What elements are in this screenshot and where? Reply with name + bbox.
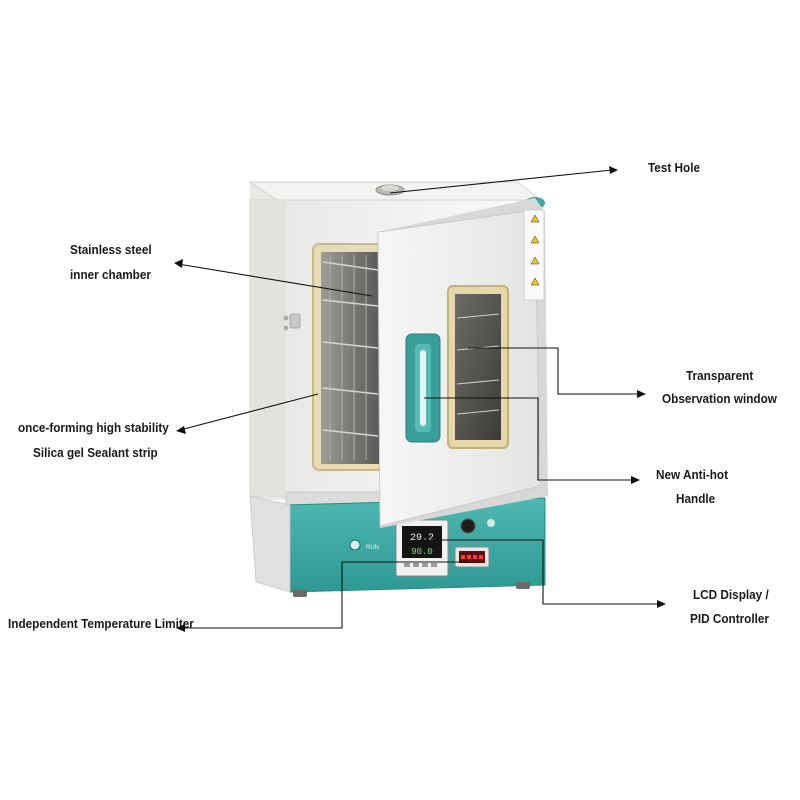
- arrowheads: [174, 166, 666, 632]
- lcd-upper-reading: 29.2: [410, 533, 434, 544]
- fan-knob: [460, 518, 476, 534]
- label-inner-chamber-line-2: inner chamber: [70, 268, 151, 282]
- label-observation-window-line-1: Transparent: [686, 369, 754, 383]
- label-handle-line-1: New Anti-hot: [656, 468, 729, 482]
- run-label: RUN: [366, 545, 379, 551]
- label-controller-line-1: LCD Display /: [693, 588, 769, 602]
- leader-controller: [420, 539, 660, 605]
- lcd-lower-reading: 90.0: [411, 547, 433, 557]
- leader-inner-chamber: [177, 263, 373, 297]
- oven-door: [377, 198, 548, 528]
- leader-lines: [177, 169, 660, 629]
- anti-hot-handle: [405, 333, 441, 443]
- fan-icon: [487, 519, 495, 527]
- label-observation-window-line-2: Observation window: [662, 392, 777, 406]
- label-temp-limiter: Independent Temperature Limiter: [8, 617, 194, 631]
- leader-handle: [424, 397, 634, 481]
- leader-test-hole: [389, 169, 613, 194]
- leader-temp-limiter: [182, 561, 468, 629]
- run-indicator-light: [349, 539, 361, 551]
- leader-sealant-strip: [179, 393, 319, 431]
- label-sealant-strip-line-2: Silica gel Sealant strip: [33, 446, 158, 460]
- label-test-hole: Test Hole: [648, 161, 701, 175]
- label-sealant-strip-line-1: once-forming high stability: [18, 421, 169, 435]
- lcd-screen: [402, 526, 442, 558]
- label-controller-line-2: PID Controller: [690, 612, 770, 626]
- label-inner-chamber-line-1: Stainless steel: [70, 243, 152, 257]
- warning-labels: [523, 209, 545, 301]
- inner-chamber: [312, 243, 384, 471]
- leader-observation-window: [468, 347, 640, 395]
- label-handle-line-2: Handle: [676, 492, 716, 506]
